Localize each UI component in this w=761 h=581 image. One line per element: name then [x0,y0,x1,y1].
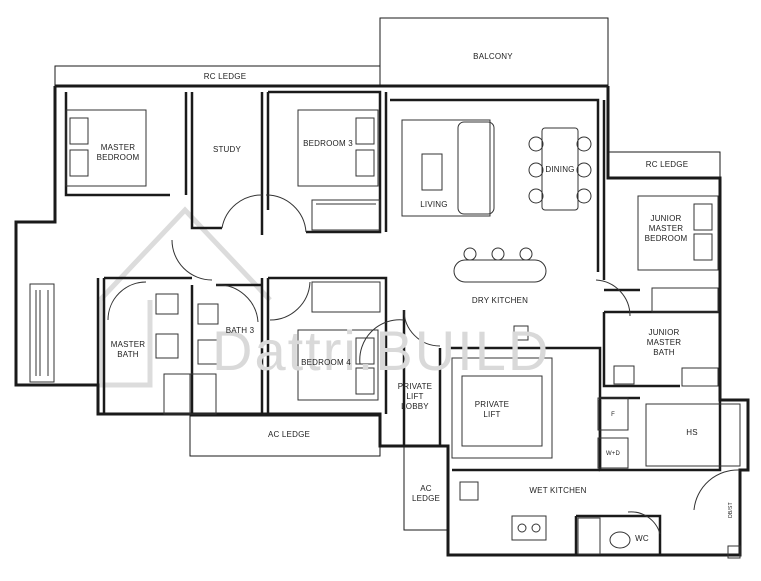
label-bath3: BATH 3 [225,326,255,335]
doors [107,194,741,535]
label-study: STUDY [212,145,242,154]
label-wc: WC [635,534,649,543]
label-balcony: BALCONY [473,52,513,61]
label-junior-master-bath: JUNIOR MASTER BATH [646,328,682,357]
label-private-lift-lobby: PRIVATE LIFT LOBBY [397,382,433,411]
label-bedroom3: BEDROOM 3 [303,139,353,148]
label-dry-kitchen: DRY KITCHEN [471,296,529,305]
watermark-house-icon [97,206,272,388]
watermark-text: Dattri.BUILD [212,319,551,382]
label-fridge: F [611,412,615,418]
label-bedroom4: BEDROOM 4 [301,358,351,367]
label-hs: HS [686,428,698,437]
label-wet-kitchen: WET KITCHEN [529,486,587,495]
label-rc-ledge-right: RC LEDGE [645,160,689,169]
label-dining: DINING [545,165,575,174]
label-living: LIVING [420,200,448,209]
window-left [29,283,55,383]
label-ac-ledge-side: AC LEDGE [411,484,441,503]
label-private-lift: PRIVATE LIFT [474,400,510,419]
label-db-st: DB/ST [728,502,734,518]
furniture [65,109,741,559]
label-master-bath: MASTER BATH [110,340,146,359]
exterior-walls [14,84,750,557]
interior-walls [64,90,722,555]
label-washer-dryer: W+D [605,451,621,457]
label-rc-ledge-top: RC LEDGE [203,72,247,81]
label-ac-ledge-bottom: AC LEDGE [267,430,311,439]
label-master-bedroom: MASTER BEDROOM [96,143,140,162]
label-junior-master-bedroom: JUNIOR MASTER BEDROOM [644,214,688,243]
